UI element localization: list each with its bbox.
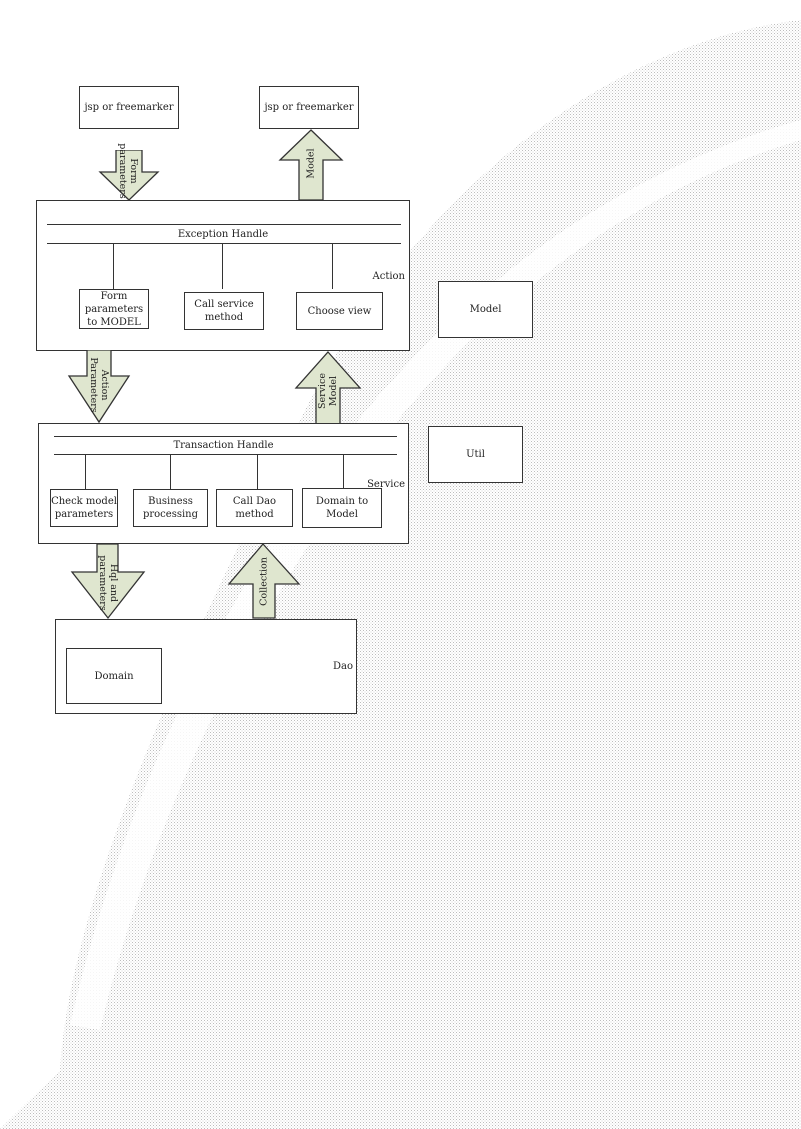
action-parameters-arrow-label: Action Parameters (88, 357, 110, 413)
action-parameters-arrow (67, 350, 131, 424)
action-header-top-line (47, 224, 401, 225)
dao-layer-label: Dao (333, 661, 353, 672)
form-parameters-arrow-label: Form parameters (117, 143, 139, 199)
action-header-bottom-line (47, 243, 401, 244)
side-model-label: Model (469, 304, 502, 315)
jsp-freemarker-input-label: jsp or freemarker (84, 102, 174, 113)
service-connector-4 (343, 455, 344, 489)
action-layer-box: Exception Handle Form parameters to MODE… (36, 200, 410, 351)
transaction-handle-label: Transaction Handle (173, 440, 274, 451)
action-connector-2 (222, 244, 223, 289)
action-layer-label: Action (372, 271, 406, 282)
hql-parameters-arrow (70, 544, 146, 620)
service-connector-1 (85, 455, 86, 489)
dao-layer-box: Domain Dao (55, 619, 357, 714)
collection-up-arrow-label: Collection (258, 557, 270, 606)
call-dao-method-box: Call Dao method (216, 489, 293, 527)
action-connector-1 (113, 244, 114, 289)
side-util-box: Util (428, 426, 523, 483)
service-model-up-arrow-label: Service Model (317, 372, 339, 410)
domain-to-model-box: Domain to Model (302, 488, 382, 528)
jsp-freemarker-input-box: jsp or freemarker (79, 86, 179, 129)
hql-parameters-arrow-label: Hql and parameters (97, 555, 119, 611)
model-up-arrow-label: Model (305, 148, 317, 179)
jsp-freemarker-output-label: jsp or freemarker (264, 102, 354, 113)
service-connector-2 (170, 455, 171, 489)
collection-up-arrow (227, 543, 301, 619)
check-model-parameters-box: Check model parameters (50, 489, 118, 527)
business-processing-box: Business processing (133, 489, 208, 527)
service-layer-box: Transaction Handle Check model parameter… (38, 423, 409, 544)
call-service-method-box: Call service method (184, 292, 264, 330)
side-util-label: Util (466, 449, 485, 460)
service-connector-3 (257, 455, 258, 489)
form-parameters-arrow (98, 150, 160, 201)
exception-handle-label: Exception Handle (177, 229, 269, 240)
domain-box: Domain (66, 648, 162, 704)
choose-view-box: Choose view (296, 292, 383, 330)
side-model-box: Model (438, 281, 533, 338)
service-header-top-line (54, 436, 397, 437)
service-header-bottom-line (54, 454, 397, 455)
service-layer-label: Service (367, 479, 405, 490)
jsp-freemarker-output-box: jsp or freemarker (259, 86, 359, 129)
form-params-to-model-box: Form parameters to MODEL (79, 289, 149, 329)
action-connector-3 (332, 244, 333, 289)
